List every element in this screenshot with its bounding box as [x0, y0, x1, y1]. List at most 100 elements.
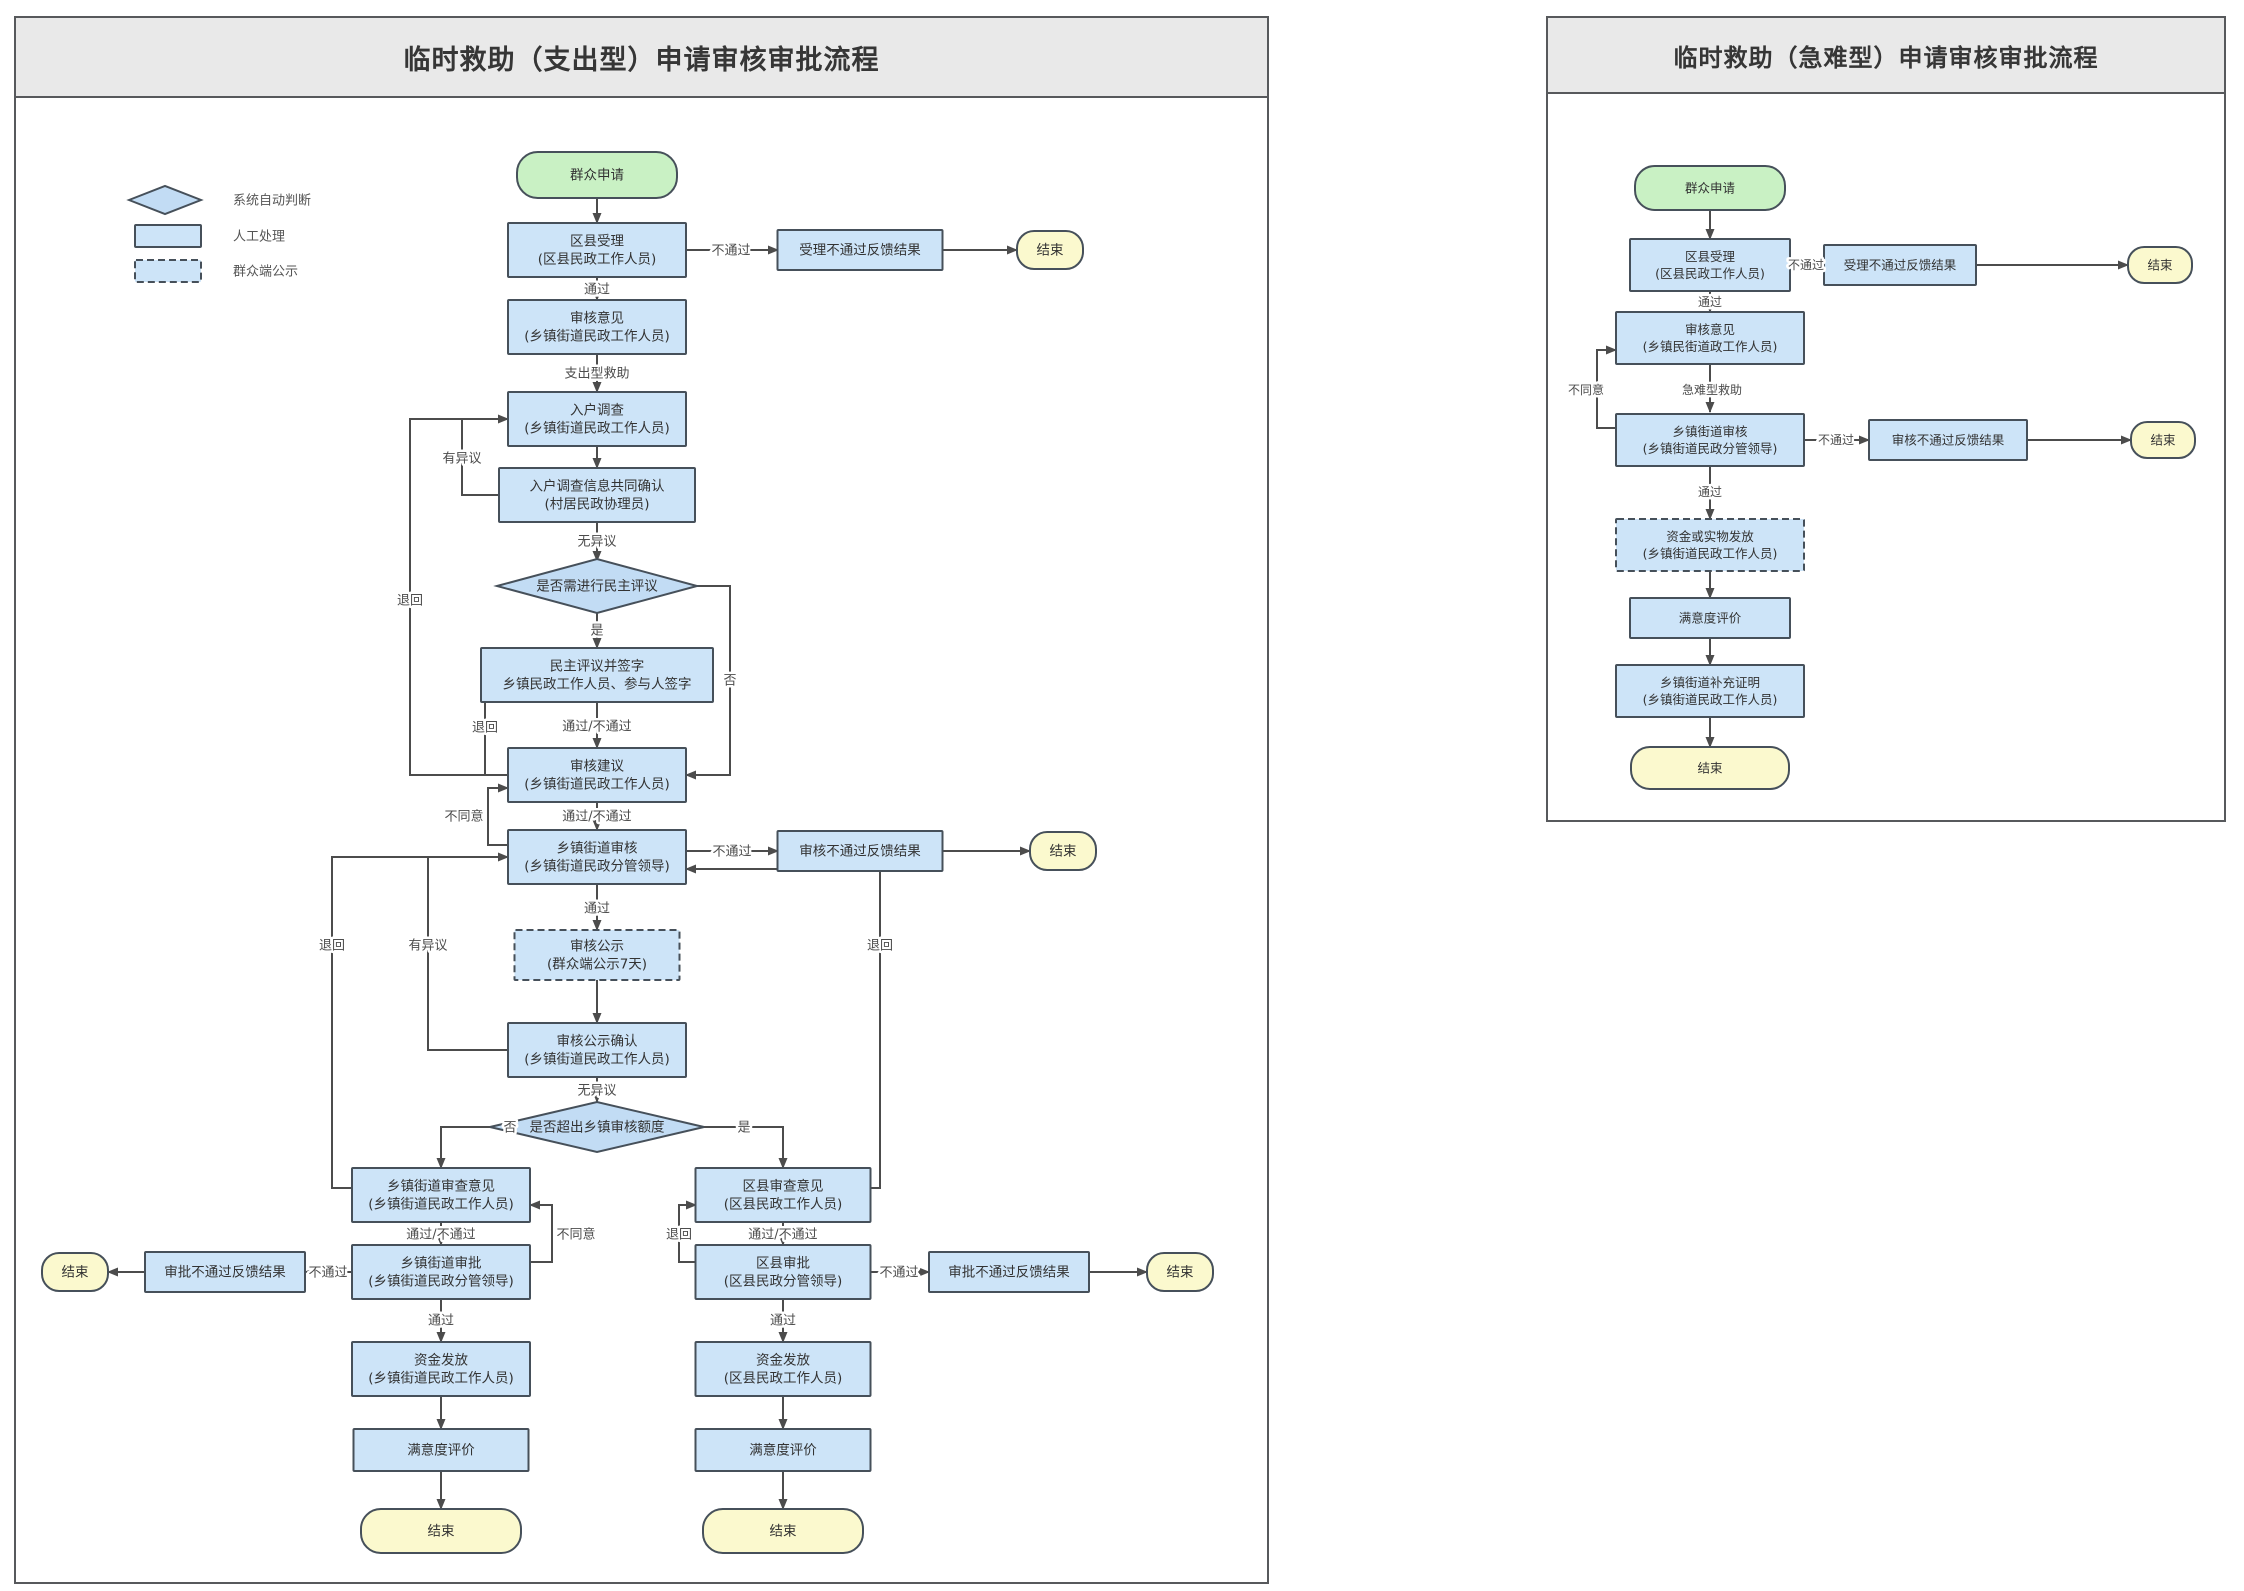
flow-edge — [409, 414, 509, 776]
edge-label: 退回 — [472, 721, 498, 736]
node-label: 区县受理 — [1685, 249, 1736, 264]
legend-item-public: 群众端公示 — [134, 259, 298, 283]
edge-label: 不同意 — [556, 1227, 595, 1243]
node-box — [41, 1252, 109, 1292]
panel-emergency-title: 临时救助（急难型）申请审核审批流程 — [1673, 43, 2099, 72]
flow-node-end-6: 结束 — [702, 1508, 864, 1554]
node-box — [928, 1251, 1090, 1293]
flow-node-end-4: 结束 — [360, 1508, 522, 1554]
node-label: (乡镇街道民政工作人员) — [1643, 546, 1778, 561]
edge-label: 退回 — [867, 939, 893, 954]
node-label: (乡镇街道民政分管领导) — [1643, 441, 1778, 456]
node-label: 资金或实物发放 — [1666, 529, 1754, 544]
flow-node-review-opinion: 审核意见(乡镇街道民政工作人员) — [507, 299, 687, 355]
flow-edge — [461, 419, 499, 496]
node-box — [134, 224, 202, 248]
node-box — [1615, 311, 1805, 365]
edge-label: 通过 — [584, 283, 610, 298]
node-label: 审核公示确认 — [557, 1034, 638, 1050]
legend-item-decision: 系统自动判断 — [126, 184, 311, 216]
node-box — [351, 1244, 531, 1300]
flow-node-end-3: 结束 — [41, 1252, 109, 1292]
node-box — [1629, 597, 1791, 639]
flow-edge — [704, 1126, 788, 1169]
flow-edge — [685, 585, 731, 780]
node-label: 资金发放 — [414, 1353, 468, 1369]
flow-node-end-r2: 结束 — [2130, 421, 2196, 459]
flow-node-end-r3: 结束 — [1630, 746, 1790, 790]
flow-node-town-review: 乡镇街道审核 (乡镇街道民政分管领导) — [507, 829, 687, 885]
edge-label: 否 — [503, 1121, 516, 1136]
node-box — [1634, 165, 1786, 211]
node-label: (乡镇街道民政分管领导) — [524, 859, 670, 875]
edge-label: 退回 — [397, 594, 423, 609]
node-box — [694, 1428, 872, 1472]
node-label: 乡镇街道审核 — [557, 841, 638, 857]
flow-node-review-fail-r: 审核不通过反馈结果 — [1868, 419, 2028, 461]
edge-label: 不通过 — [879, 1266, 918, 1281]
node-box — [1868, 419, 2028, 461]
node-box — [507, 747, 687, 803]
flow-node-satisfaction-rp: 满意度评价 — [1629, 597, 1791, 639]
edge-label: 无异议 — [577, 1084, 616, 1099]
edge-label: 支出型救助 — [564, 366, 629, 382]
node-box — [1016, 230, 1084, 270]
flow-node-need-review: 是否需进行民主评议 — [493, 557, 701, 615]
edge-label: 通过/不通过 — [748, 1228, 817, 1243]
node-label: 结束 — [1050, 844, 1078, 860]
node-box — [2130, 421, 2196, 459]
node-box — [1146, 1252, 1214, 1292]
edge-label: 不通过 — [1818, 433, 1854, 447]
flow-node-county-accept: 区县受理(区县民政工作人员) — [507, 222, 687, 278]
flow-node-start-r: 群众申请 — [1634, 165, 1786, 211]
node-label: 乡镇街道补充证明 — [1660, 675, 1760, 690]
node-label: 入户调查 — [570, 402, 624, 419]
edge-label: 不通过 — [308, 1266, 347, 1281]
node-box — [1029, 831, 1097, 871]
node-box — [507, 391, 687, 447]
node-label: 民主评议并签字 — [550, 658, 645, 675]
node-label: 结束 — [770, 1524, 798, 1540]
flow-node-approve-fail-r: 审批不通过反馈结果 — [928, 1251, 1090, 1293]
flow-node-satisfaction-town: 满意度评价 — [352, 1428, 530, 1472]
edge-label: 通过/不通过 — [562, 720, 631, 735]
node-label: (乡镇街道民政工作人员) — [1643, 692, 1778, 707]
edge-label: 有异议 — [408, 939, 447, 954]
node-box — [352, 1428, 530, 1472]
node-box — [513, 929, 681, 981]
node-label: 是否需进行民主评议 — [536, 579, 658, 595]
node-label: (群众端公示7天) — [547, 957, 647, 973]
legend-item-process: 人工处理 — [134, 224, 285, 248]
node-label: 是否超出乡镇审核额度 — [530, 1120, 665, 1136]
node-label: (乡镇街道民政工作人员) — [524, 421, 670, 437]
node-label: 满意度评价 — [407, 1442, 475, 1459]
flow-edge — [529, 1200, 553, 1263]
node-label: (乡镇街道民政工作人员) — [524, 329, 670, 345]
flow-node-end-5: 结束 — [1146, 1252, 1214, 1292]
edge-label: 不通过 — [712, 845, 751, 860]
edge-label: 通过 — [584, 902, 610, 917]
edge-label: 是 — [590, 624, 603, 639]
flow-edge — [331, 852, 509, 1189]
edge-label: 无异议 — [577, 535, 616, 550]
edge-label: 通过/不通过 — [406, 1228, 475, 1243]
panel-emergency-header: 临时救助（急难型）申请审核审批流程 — [1548, 18, 2224, 94]
flow-node-county-accept-r: 区县受理(区县民政工作人员) — [1629, 238, 1791, 292]
node-label: 群众申请 — [1685, 180, 1735, 195]
flow-edge — [487, 783, 509, 846]
flow-node-county-approve: 区县审批(区县民政分管领导) — [694, 1244, 872, 1300]
edge-label: 有异议 — [442, 452, 481, 467]
decision-diamond — [489, 1100, 705, 1154]
panel-expenditure-title: 临时救助（支出型）申请审核审批流程 — [403, 44, 880, 76]
node-label: (乡镇街道民政工作人员) — [368, 1371, 514, 1387]
edge-label: 通过 — [1698, 295, 1722, 309]
flow-node-publicity-confirm: 审核公示确认(乡镇街道民政工作人员) — [507, 1022, 687, 1078]
node-label: 审批不通过反馈结果 — [948, 1265, 1070, 1281]
flow-edge — [427, 857, 508, 1051]
node-label: 入户调查信息共同确认 — [530, 478, 665, 495]
flow-node-review-opinion-r: 审核意见(乡镇民街道政工作人员) — [1615, 311, 1805, 365]
node-label: 结束 — [1037, 243, 1065, 259]
flow-node-review-advice: 审核建议(乡镇街道民政工作人员) — [507, 747, 687, 803]
flow-node-visit-confirm: 入户调查信息共同确认(村居民政协理员) — [498, 467, 696, 523]
